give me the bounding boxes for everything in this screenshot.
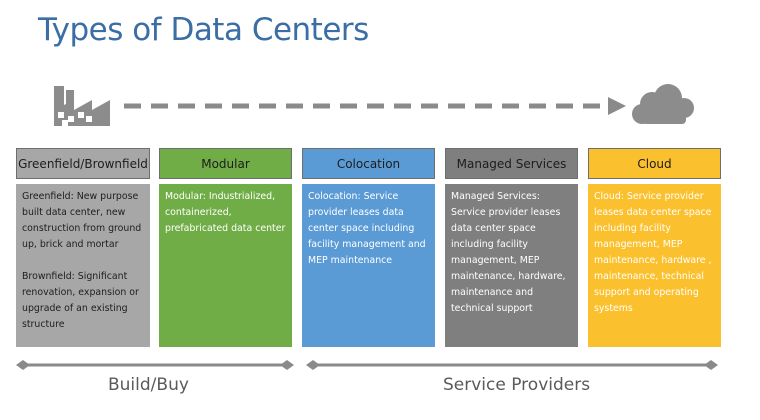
column-greenfield-brownfield: Greenfield/Brownfield Greenfield: New pu… [16, 148, 150, 347]
description-text: Modular: Industrialized, containerized, … [165, 191, 286, 234]
column-description: Managed Services: Service provider lease… [445, 184, 578, 347]
column-description: Modular: Industrialized, containerized, … [159, 184, 292, 347]
dashed-arrow-icon [124, 97, 626, 115]
column-colocation: Colocation Colocation: Service provider … [302, 148, 435, 347]
page-title: Types of Data Centers [38, 12, 369, 48]
build-buy-bracket [16, 360, 294, 370]
description-text: Managed Services: Service provider lease… [451, 191, 566, 314]
column-modular: Modular Modular: Industrialized, contain… [159, 148, 292, 347]
column-header: Cloud [588, 148, 721, 179]
column-description: Colocation: Service provider leases data… [302, 184, 435, 347]
build-buy-label: Build/Buy [108, 375, 189, 395]
column-description: Cloud: Service provider leases data cent… [588, 184, 721, 347]
column-cloud: Cloud Cloud: Service provider leases dat… [588, 148, 721, 347]
column-header: Greenfield/Brownfield [16, 148, 150, 179]
column-header: Colocation [302, 148, 435, 179]
description-text: Cloud: Service provider leases data cent… [594, 191, 712, 314]
description-text: Colocation: Service provider leases data… [308, 191, 426, 266]
service-providers-bracket [306, 360, 718, 370]
service-providers-label: Service Providers [443, 375, 591, 395]
factory-icon [54, 86, 110, 126]
column-header: Managed Services [445, 148, 578, 179]
column-header: Modular [159, 148, 292, 179]
column-managed-services: Managed Services Managed Services: Servi… [445, 148, 578, 347]
group-brackets [16, 360, 718, 370]
cloud-icon [632, 84, 694, 124]
description-text: Greenfield: New purpose built data cente… [22, 191, 142, 250]
column-description: Greenfield: New purpose built data cente… [16, 184, 150, 347]
description-text: Brownfield: Significant renovation, expa… [22, 271, 139, 330]
